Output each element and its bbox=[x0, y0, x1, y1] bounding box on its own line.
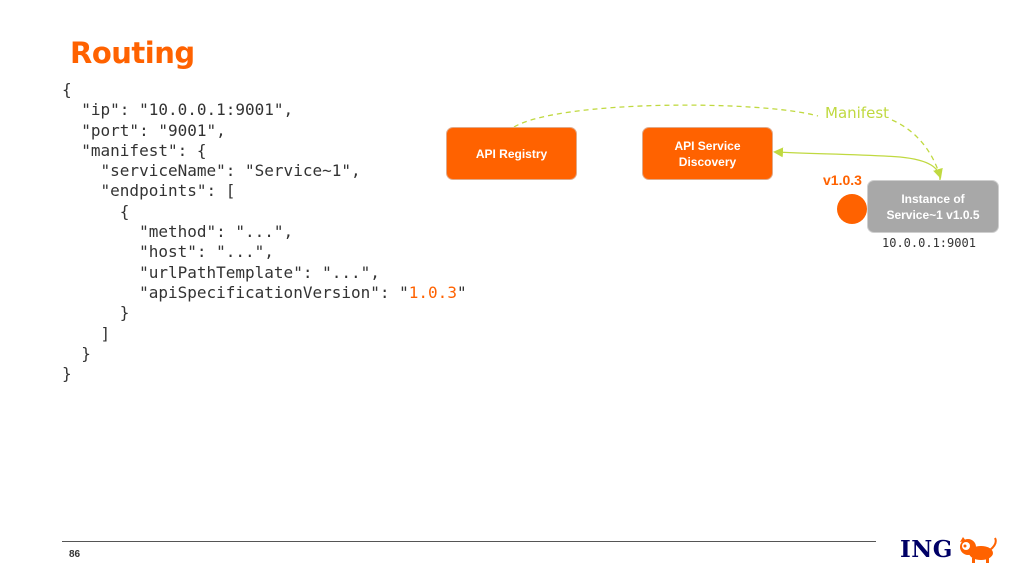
manifest-arrow-end bbox=[891, 119, 943, 179]
service-instance-box: Instance of Service~1 v1.0.5 bbox=[867, 180, 999, 233]
manifest-label: Manifest bbox=[825, 104, 890, 122]
page-number: 86 bbox=[69, 549, 81, 560]
version-dot bbox=[837, 194, 867, 224]
manifest-arrow bbox=[513, 104, 819, 128]
api-service-discovery-label: API Service Discovery bbox=[674, 138, 741, 169]
api-registry-box: API Registry bbox=[446, 127, 577, 180]
lion-icon bbox=[959, 537, 997, 563]
version-label: v1.0.3 bbox=[823, 172, 862, 188]
api-registry-label: API Registry bbox=[475, 146, 548, 161]
service-instance-label: Instance of Service~1 v1.0.5 bbox=[886, 191, 980, 222]
slide-title: Routing bbox=[70, 36, 195, 70]
ing-logo: ING bbox=[900, 534, 999, 564]
code-block: { "ip": "10.0.0.1:9001", "port": "9001",… bbox=[62, 80, 467, 384]
code-version-highlight: 1.0.3 bbox=[408, 282, 457, 302]
footer-divider bbox=[62, 541, 876, 542]
code-json-before: { "ip": "10.0.0.1:9001", "port": "9001",… bbox=[62, 80, 409, 302]
code-json-after: " } ] } } bbox=[62, 282, 467, 384]
instance-ip-label: 10.0.0.1:9001 bbox=[882, 236, 976, 250]
api-service-discovery-box: API Service Discovery bbox=[642, 127, 773, 180]
logo-text: ING bbox=[900, 535, 953, 563]
